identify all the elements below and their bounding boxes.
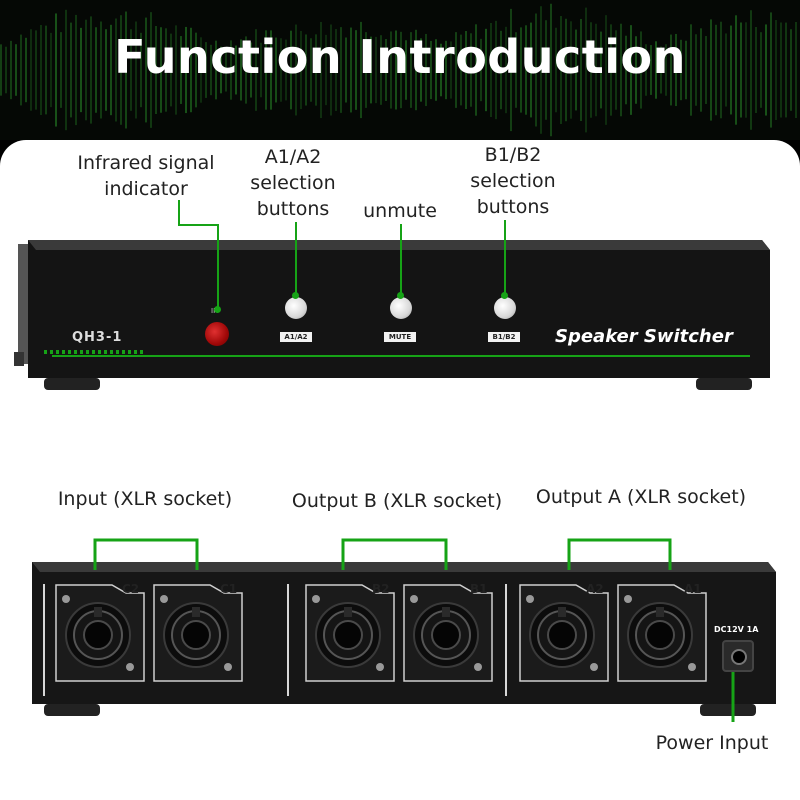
speaker-socket-c1[interactable]: C1 — [150, 582, 246, 683]
a1-a2-button-label: A1/A2 — [280, 332, 312, 342]
socket-label: A2 — [586, 582, 604, 596]
ir-leader-v2 — [217, 224, 219, 310]
mute-leader — [400, 224, 402, 296]
model-label: QH3-1 — [72, 330, 123, 345]
a1-a2-button[interactable] — [285, 297, 307, 319]
socket-label: C1 — [220, 582, 238, 596]
ir-leader-dot — [214, 306, 221, 313]
dc-label: DC12V 1A — [714, 625, 759, 634]
callout-mute: unmute — [363, 200, 437, 222]
mute-button[interactable] — [390, 297, 412, 319]
page-title: Function Introduction — [114, 30, 686, 84]
callout-output-b: Output B (XLR socket) — [291, 490, 503, 512]
speaker-socket-a1[interactable]: A1 — [614, 582, 710, 683]
ir-leader-h — [178, 224, 219, 226]
dc-jack-center — [731, 649, 747, 665]
callout-ir: Infrared signal indicator — [77, 152, 215, 200]
socket-label: A1 — [684, 582, 702, 596]
socket-label: B2 — [372, 582, 390, 596]
callout-input: Input (XLR socket) — [57, 488, 233, 510]
b-leader — [504, 220, 506, 296]
callout-b-buttons: B1/B2 selection buttons — [470, 144, 556, 218]
ir-indicator — [205, 322, 229, 346]
callout-a-buttons: A1/A2 selection buttons — [250, 146, 336, 220]
a-leader-dot — [292, 292, 299, 299]
ir-leader-v — [178, 200, 180, 226]
speaker-socket-a2[interactable]: A2 — [516, 582, 612, 683]
b-leader-dot — [501, 292, 508, 299]
speaker-socket-c2[interactable]: C2 — [52, 582, 148, 683]
a-leader — [295, 222, 297, 296]
callout-output-a: Output A (XLR socket) — [535, 486, 747, 508]
mute-button-label: MUTE — [384, 332, 416, 342]
speaker-socket-b1[interactable]: B1 — [400, 582, 496, 683]
speaker-socket-b2[interactable]: B2 — [302, 582, 398, 683]
header-banner: Function Introduction — [0, 0, 800, 140]
waveform-graphic — [0, 3, 797, 137]
brand-label: Speaker Switcher — [555, 326, 733, 347]
callout-power: Power Input — [655, 732, 769, 754]
mute-leader-dot — [397, 292, 404, 299]
socket-label: C2 — [122, 582, 140, 596]
b1-b2-button[interactable] — [494, 297, 516, 319]
b1-b2-button-label: B1/B2 — [488, 332, 520, 342]
socket-label: B1 — [470, 582, 488, 596]
